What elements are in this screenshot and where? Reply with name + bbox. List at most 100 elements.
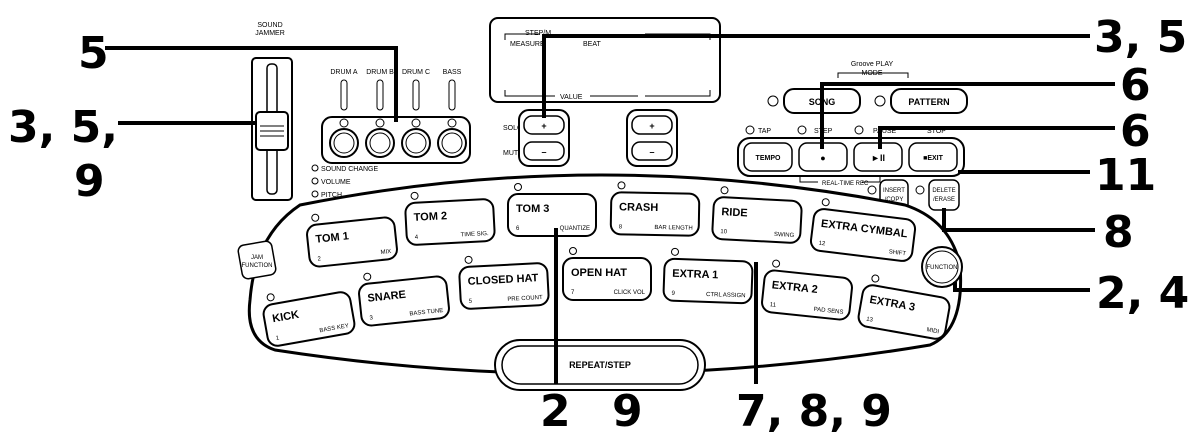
pad-name: RIDE xyxy=(721,206,748,219)
pad-number: 4 xyxy=(415,235,419,241)
svg-text:PATTERN: PATTERN xyxy=(908,97,949,107)
pad-body[interactable] xyxy=(358,275,450,327)
groove-play-label: Groove PLAY xyxy=(851,61,894,68)
drum-a-label: DRUM A xyxy=(330,69,358,76)
pad-number: 11 xyxy=(769,302,776,309)
callout-8: 8 xyxy=(1103,207,1134,258)
svg-text:►II: ►II xyxy=(871,153,885,163)
repeat-step-button[interactable] xyxy=(501,345,699,385)
pad-number: 1 xyxy=(275,335,280,342)
callout-3-5-left: 3, 5, xyxy=(8,102,118,153)
bass-led-slot xyxy=(448,79,456,111)
callout-6-b: 6 xyxy=(1120,106,1151,157)
pad-body[interactable] xyxy=(761,269,853,321)
pad-body[interactable] xyxy=(404,198,496,246)
callout-line-6-a xyxy=(820,82,1115,149)
pad-body[interactable] xyxy=(711,196,803,244)
display-segments xyxy=(504,33,711,97)
pad-led xyxy=(363,272,372,281)
pad-body[interactable] xyxy=(562,257,652,301)
pad-sub-label: BASS KEY xyxy=(319,323,349,334)
display-beat-label: BEAT xyxy=(583,41,601,48)
drum-c-label: DRUM C xyxy=(402,69,430,76)
pad-kick[interactable]: KICK 1 BASS KEY xyxy=(260,280,356,347)
stop-exit-button[interactable] xyxy=(908,142,958,172)
callout-9: 9 xyxy=(612,386,643,437)
function-button[interactable] xyxy=(921,246,963,288)
pattern-button[interactable] xyxy=(890,88,968,114)
pad-body[interactable] xyxy=(507,193,597,237)
drum-b-led-slot xyxy=(376,79,384,111)
svg-text:–: – xyxy=(649,147,654,157)
lcd-display xyxy=(489,17,721,103)
svg-text:/ERASE: /ERASE xyxy=(933,197,955,203)
pad-led xyxy=(464,255,473,264)
pad-body[interactable] xyxy=(609,191,701,237)
value-plus-button[interactable] xyxy=(631,115,673,135)
pad-name: CLOSED HAT xyxy=(467,272,538,288)
svg-text:FUNCTION: FUNCTION xyxy=(242,263,273,269)
drum-b-led xyxy=(375,118,385,128)
step-led xyxy=(797,125,807,135)
volume-label: VOLUME xyxy=(321,179,351,186)
pad-name: OPEN HAT xyxy=(571,267,627,279)
pad-number: 6 xyxy=(516,226,520,232)
pad-number: 12 xyxy=(818,241,826,248)
drum-a-led xyxy=(339,118,349,128)
display-measure-label: MEASURE xyxy=(510,41,545,48)
pad-sub-label: CTRL ASSIGN xyxy=(706,292,746,299)
callout-line-6-b xyxy=(878,126,1115,149)
callout-line-3-5-right xyxy=(542,34,1090,118)
pad-name: CRASH xyxy=(619,201,658,214)
svg-text:■EXIT: ■EXIT xyxy=(923,155,944,162)
insert-led xyxy=(867,185,877,195)
pad-name: EXTRA 1 xyxy=(672,268,718,282)
sound-jammer-label: SOUND xyxy=(257,22,282,29)
solo-label: SOLO xyxy=(503,125,523,132)
drum-a-led-slot xyxy=(340,79,348,111)
pad-body[interactable] xyxy=(857,284,951,341)
delete-erase-button[interactable] xyxy=(928,179,960,211)
svg-text:●: ● xyxy=(820,153,825,163)
pad-led xyxy=(266,293,275,302)
pad-name: KICK xyxy=(271,309,300,325)
value-minus-button[interactable] xyxy=(631,141,673,161)
callout-2: 2 xyxy=(540,386,571,437)
pad-led xyxy=(670,247,679,256)
callout-11: 11 xyxy=(1095,150,1156,201)
pad-led xyxy=(514,183,522,191)
pad-body[interactable] xyxy=(262,291,356,348)
pad-sub-label: SHIFT xyxy=(888,249,906,257)
mute-minus-button[interactable] xyxy=(523,141,565,161)
pause-led xyxy=(854,125,864,135)
delete-led xyxy=(915,185,925,195)
pad-number: 7 xyxy=(571,290,575,296)
pad-body[interactable] xyxy=(662,257,754,305)
pad-body[interactable] xyxy=(809,208,917,262)
pad-body[interactable] xyxy=(458,262,550,310)
pattern-led xyxy=(874,95,886,107)
pad-name: EXTRA 2 xyxy=(771,279,818,296)
pad-sub-label: MIX xyxy=(380,249,391,256)
song-led xyxy=(767,95,779,107)
pad-sub-label: BASS TUNE xyxy=(409,308,443,318)
jam-function-button[interactable] xyxy=(237,240,277,280)
pad-body[interactable] xyxy=(306,216,398,268)
tempo-button[interactable] xyxy=(743,142,793,172)
pad-sub-label: PRE COUNT xyxy=(507,295,543,303)
pad-sub-label: MIDI xyxy=(926,327,940,335)
pad-sub-label: SWING xyxy=(774,232,795,239)
callout-line-5-top xyxy=(105,46,398,122)
